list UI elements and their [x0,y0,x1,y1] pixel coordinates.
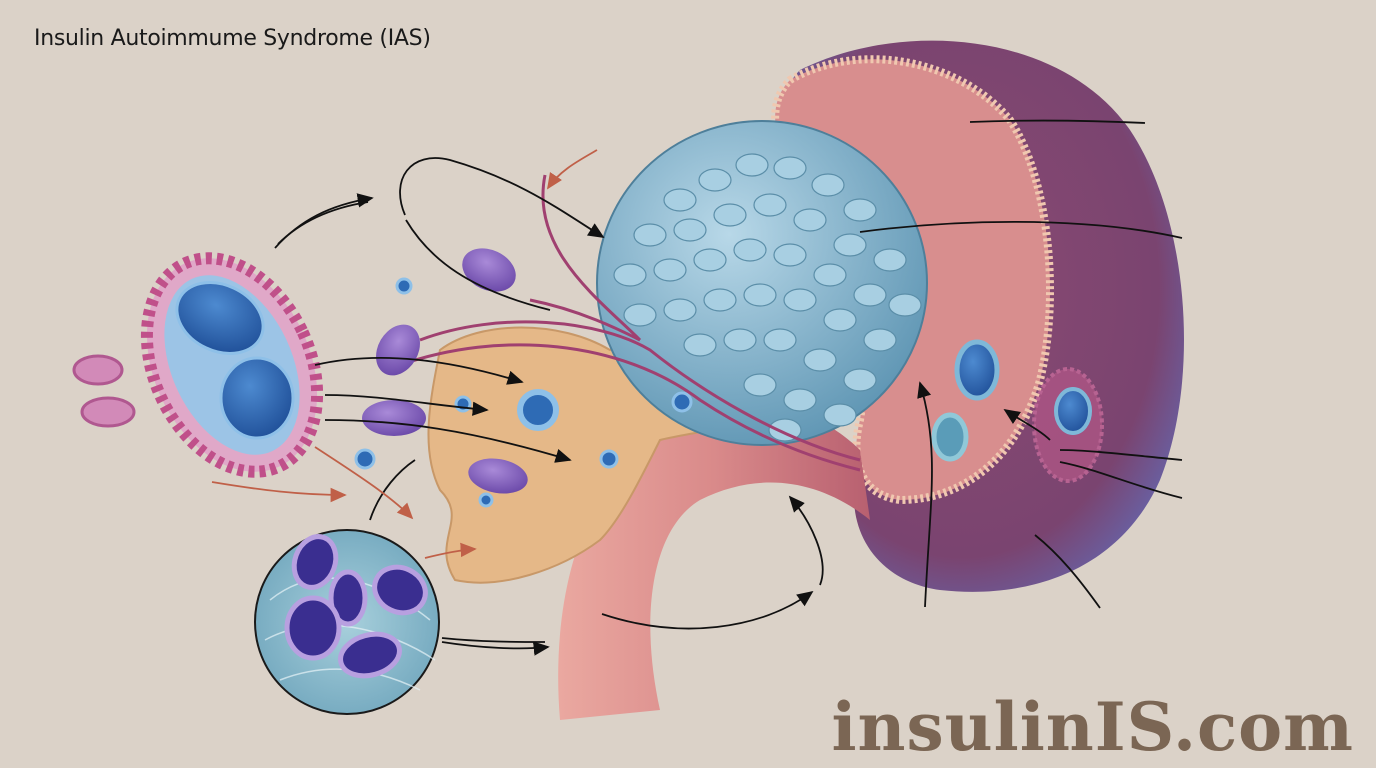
lobulated-gland [596,120,928,446]
small-pink-cells [72,354,136,428]
tissue-cross-section [254,529,440,715]
page-title: Insulin Autoimmume Syndrome (IAS) [34,26,431,51]
site-watermark: insulinIS.com [831,688,1354,766]
leader-lines [274,119,1183,656]
vessels [399,174,861,472]
blue-cell-dots [354,277,693,508]
antibody-ovals [362,248,528,494]
red-arrows [211,149,598,559]
immune-cell [140,252,324,478]
